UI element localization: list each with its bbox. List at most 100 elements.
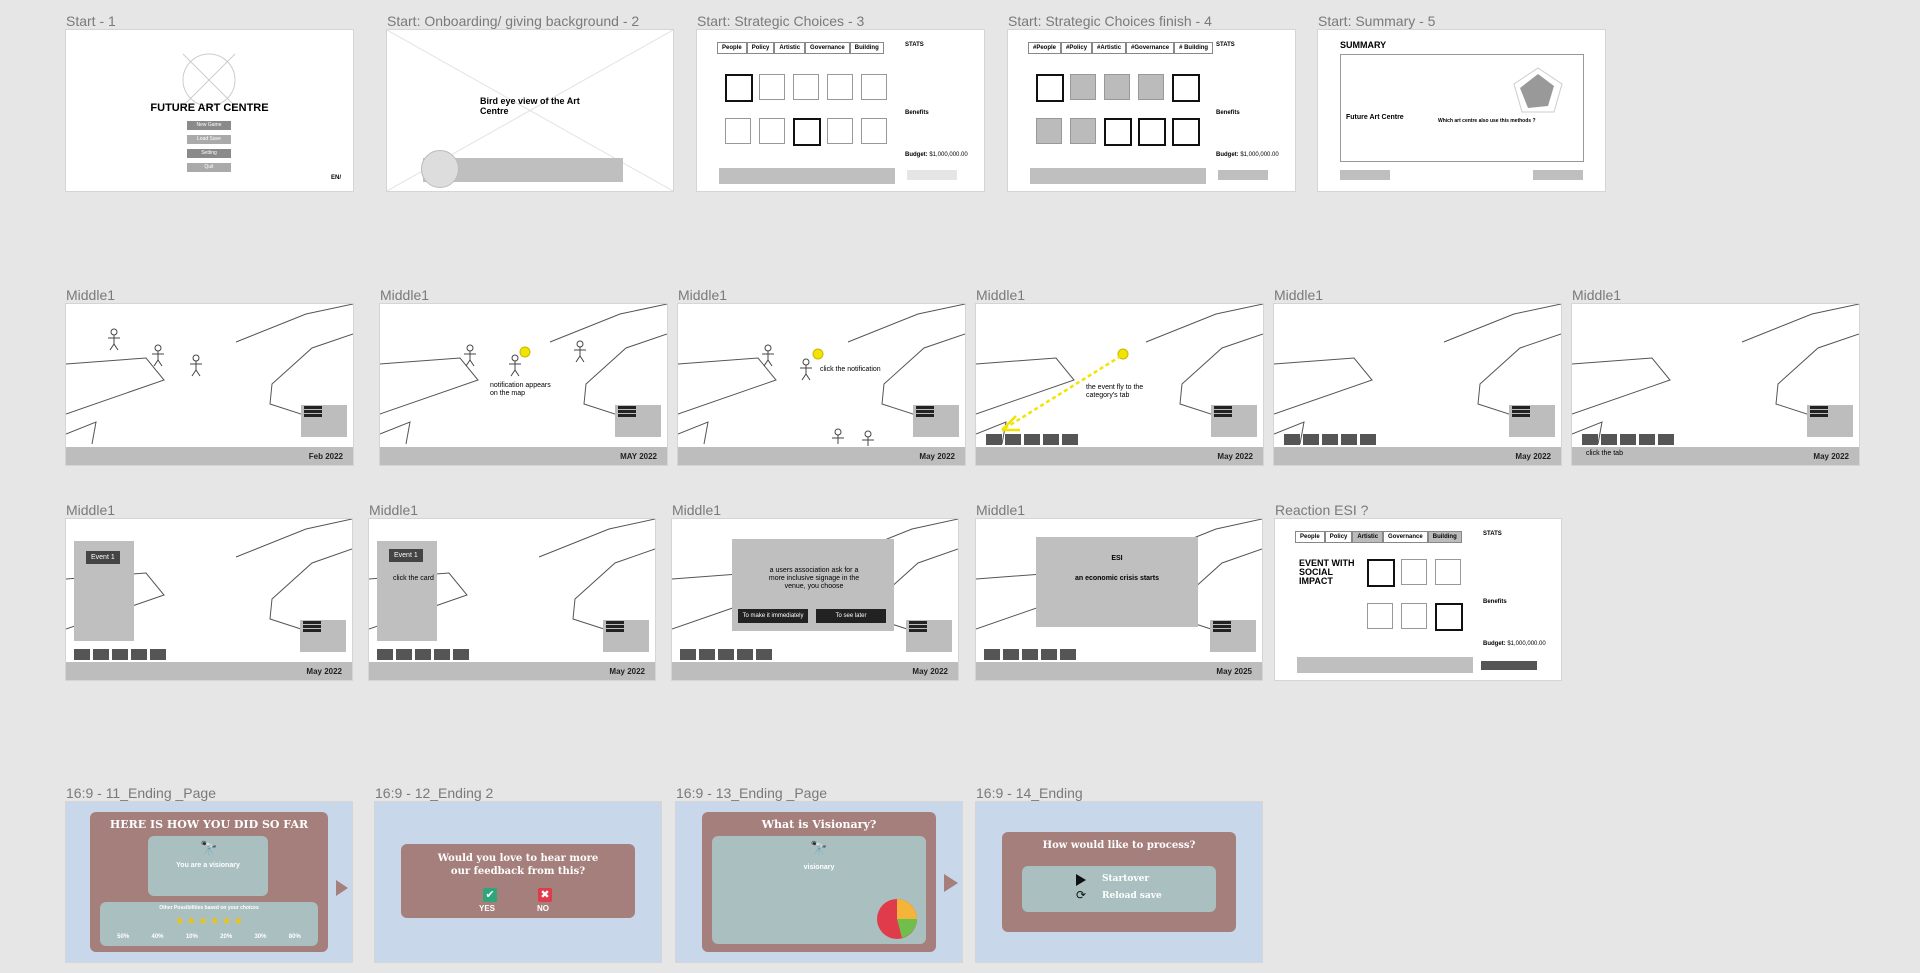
choice-card[interactable] [1036,74,1064,102]
frame-map-click-card[interactable]: Middle1 Event 1 click the card May 2022 [369,502,655,680]
frame-onboarding-2[interactable]: Start: Onboarding/ giving background - 2… [387,13,673,191]
choice-card[interactable] [1401,559,1427,585]
frame-reaction-esi[interactable]: Reaction ESI ? People Policy Artistic Go… [1275,502,1561,680]
back-button[interactable] [1340,170,1390,180]
tab-governance[interactable]: Governance [805,42,850,54]
percentage: 20% [220,934,233,940]
choice-card[interactable] [827,118,853,144]
choice-card[interactable] [793,74,819,100]
choice-card[interactable] [1435,603,1463,631]
tab-governance[interactable]: #Governance [1126,42,1175,54]
yes-check-icon[interactable]: ✔ [483,888,497,902]
see-later-button[interactable]: To see later [816,609,886,623]
timeline-bar [1274,447,1561,465]
choice-card[interactable] [1104,74,1130,100]
load-save-button[interactable]: Load Save [187,135,231,144]
choice-card[interactable] [1435,559,1461,585]
choice-card[interactable] [1172,118,1200,146]
tab-artistic[interactable]: #Artistic [1092,42,1127,54]
startover-button[interactable]: Startover [1102,874,1150,884]
frame-map-notification[interactable]: Middle1 notification appears on the map … [380,287,667,465]
next-arrow-icon[interactable] [944,874,958,892]
choice-card[interactable] [861,74,887,100]
next-button[interactable] [1218,170,1268,180]
tab-artistic[interactable]: Artistic [1352,531,1384,543]
choice-card[interactable] [1172,74,1200,102]
tab-policy[interactable]: #Policy [1061,42,1093,54]
frame-summary-5[interactable]: Start: Summary - 5 SUMMARY Future Art Ce… [1318,13,1605,191]
tab-policy[interactable]: Policy [746,42,775,54]
tab-people[interactable]: #People [1028,42,1062,54]
percentage: 10% [185,934,198,940]
result-title: HERE IS HOW YOU DID SO FAR [109,818,309,831]
tab-artistic[interactable]: Artistic [774,42,806,54]
next-button[interactable] [1533,170,1583,180]
frame-ending-12[interactable]: 16:9 - 12_Ending 2 Would you love to hea… [375,785,661,962]
yes-button[interactable]: YES [479,904,496,913]
choice-card[interactable] [759,74,785,100]
choice-card[interactable] [1070,74,1096,100]
frame-map-tabs[interactable]: Middle1 May 2022 [1274,287,1561,465]
new-game-button[interactable]: New Game [187,121,231,130]
make-it-immediately-button[interactable]: To make it immediately [738,609,808,623]
frame-map-click-tab[interactable]: Middle1 click the tab May 2022 [1572,287,1859,465]
continue-button[interactable] [1481,661,1537,670]
stats-heading: STATS [1483,531,1502,537]
choice-card[interactable] [1401,603,1427,629]
choice-card[interactable] [1138,118,1166,146]
choice-card[interactable] [725,118,751,144]
frame-ending-13[interactable]: 16:9 - 13_Ending _Page What is Visionary… [676,785,962,962]
play-icon [1076,874,1086,886]
date-label: May 2022 [1813,452,1849,461]
setting-button[interactable]: Setting [187,149,231,158]
tab-people[interactable]: People [717,42,747,54]
frame-map-event-fly[interactable]: Middle1 the event fly to the category's … [976,287,1263,465]
choice-card[interactable] [1367,603,1393,629]
frame-label: Middle1 [976,502,1026,518]
frame-strategic-choices-finish-4[interactable]: Start: Strategic Choices finish - 4 #Peo… [1008,13,1295,191]
no-cross-icon[interactable]: ✖ [538,888,552,902]
frame-map-esi[interactable]: Middle1 ESI an economic crisis starts Ma… [976,502,1262,680]
choice-card[interactable] [759,118,785,144]
timeline-bar [672,662,958,680]
choice-card[interactable] [861,118,887,144]
frame-label: Middle1 [369,502,419,518]
reload-save-button[interactable]: Reload save [1102,891,1162,901]
frame-map-event-card[interactable]: Middle1 Event 1 May 2022 [66,502,352,680]
frame-strategic-choices-3[interactable]: Start: Strategic Choices - 3 People Poli… [697,13,984,191]
timeline-bar [380,447,667,465]
no-button[interactable]: NO [537,904,549,913]
choice-card[interactable] [725,74,753,102]
frame-map-click-notification[interactable]: Middle1 click the notification May 2022 [678,287,965,465]
tab-policy[interactable]: Policy [1324,531,1353,543]
choice-card[interactable] [1138,74,1164,100]
quit-button[interactable]: Quit [187,163,231,172]
choice-card[interactable] [1036,118,1062,144]
frame-label: Middle1 [672,502,722,518]
frame-ending-14[interactable]: 16:9 - 14_Ending How would like to proce… [976,785,1262,962]
frame-label: Middle1 [1572,287,1622,303]
frame-label: 16:9 - 12_Ending 2 [375,785,494,801]
telescope-icon: 🔭 [810,840,828,856]
frame-ending-11[interactable]: 16:9 - 11_Ending _Page HERE IS HOW YOU D… [66,785,352,962]
tab-building[interactable]: # Building [1174,42,1214,54]
next-arrow-icon[interactable] [336,880,348,896]
frame-start-1[interactable]: Start - 1 FUTURE ART CENTRE New Game Loa… [66,13,353,191]
choice-card[interactable] [793,118,821,146]
choice-card[interactable] [1070,118,1096,144]
tab-people[interactable]: People [1295,531,1325,543]
choice-card[interactable] [827,74,853,100]
choice-card[interactable] [1104,118,1132,146]
next-button[interactable] [907,170,957,180]
choice-card[interactable] [1367,559,1395,587]
tab-governance[interactable]: Governance [1383,531,1428,543]
budget-stats [615,405,661,437]
tab-building[interactable]: Building [849,42,884,54]
language-toggle[interactable]: EN/ [330,175,341,181]
tab-building[interactable]: Building [1427,531,1462,543]
date-label: MAY 2022 [620,452,657,461]
annotation: click the notification [820,366,881,373]
budget-stats [1509,405,1555,437]
frame-map-choice[interactable]: Middle1 a users association ask for a mo… [672,502,958,680]
frame-map-feb[interactable]: Middle1 Feb 2022 [66,287,353,465]
